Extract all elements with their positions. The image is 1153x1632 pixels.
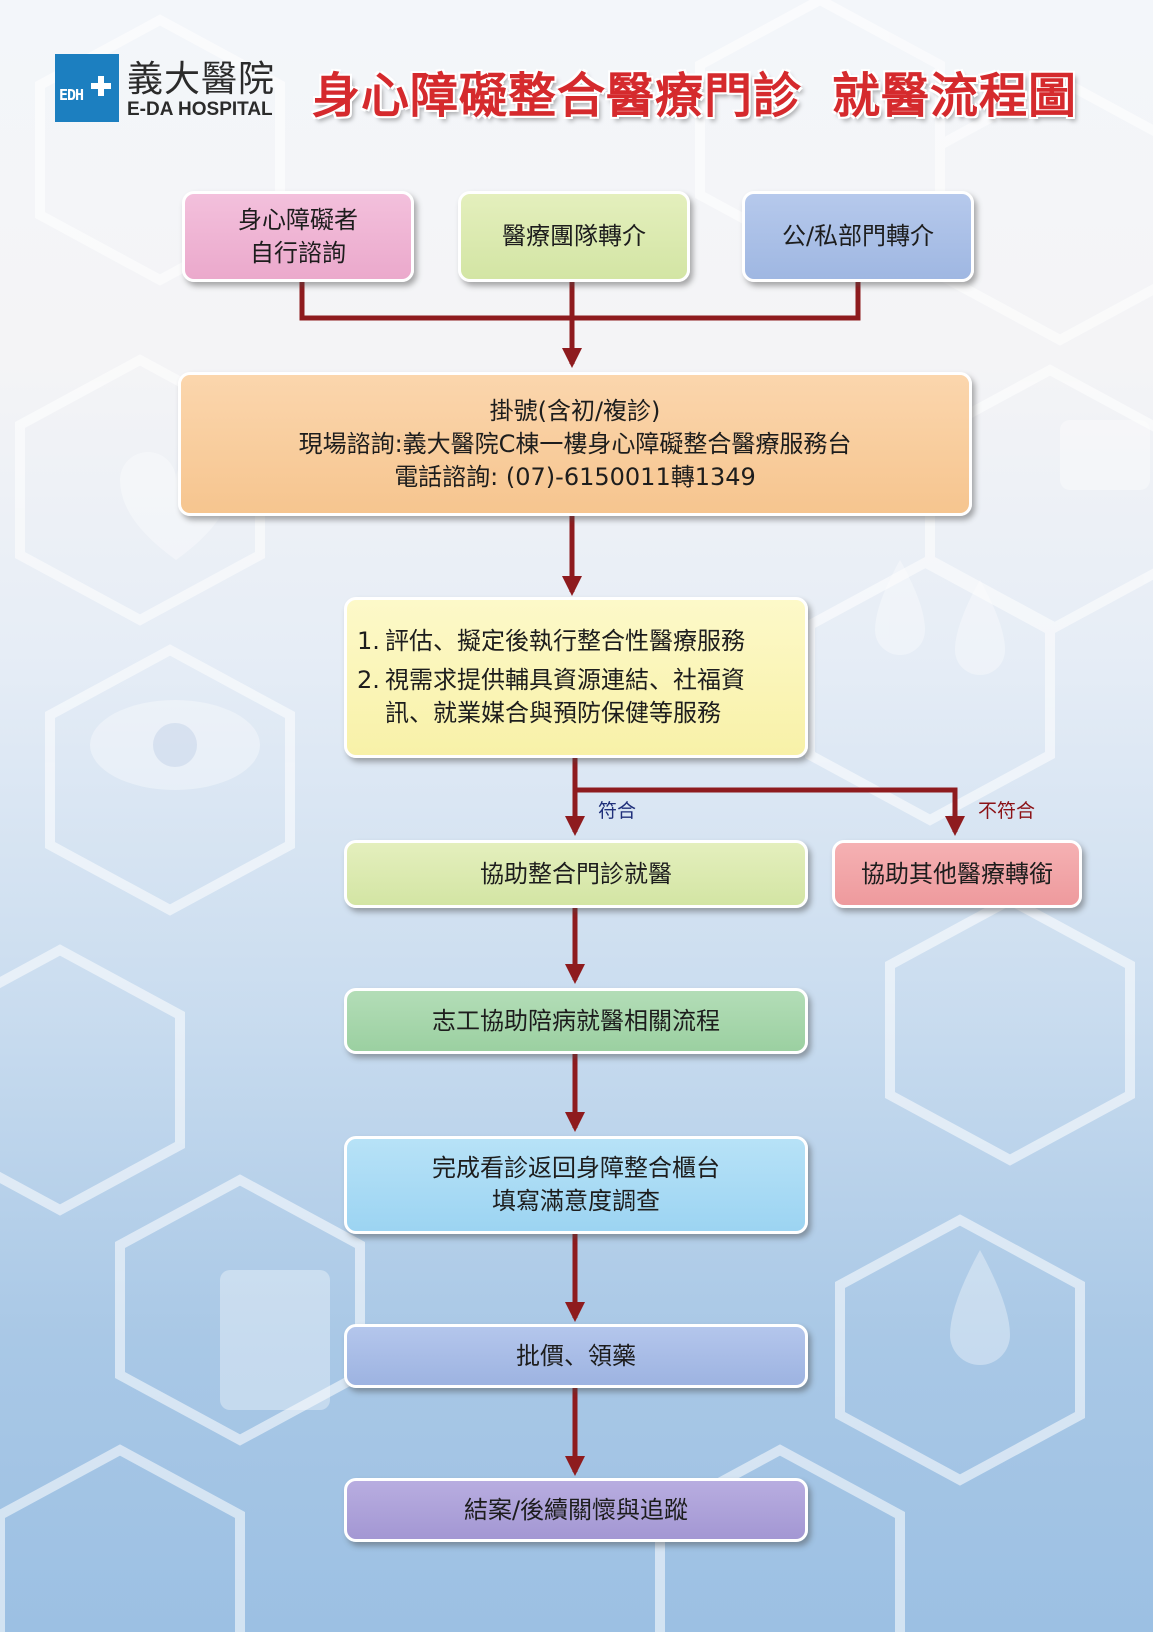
integrated-clinic-label: 協助整合門診就醫 [480,859,672,888]
other-referral-box: 協助其他醫療轉銜 [832,840,1082,908]
registration-phone: 電話諮詢: (07)-6150011轉1349 [394,462,756,491]
volunteer-assist-box: 志工協助陪病就醫相關流程 [344,988,808,1054]
assessment-box: 1. 評估、擬定後執行整合性醫療服務 2. 視需求提供輔具資源連結、社福資 訊、… [344,597,808,758]
logo-abbreviation: EDH [59,86,84,104]
decision-yes-label: 符合 [598,800,637,822]
source-self-inquiry-line2: 自行諮詢 [250,238,346,267]
assessment-item-text: 視需求提供輔具資源連結、社福資 [385,666,745,694]
page-title-main: 身心障礙整合醫療門診 [312,68,803,124]
logo-name-english: E-DA HOSPITAL [127,99,273,120]
logo-mark: EDH [55,54,119,122]
cross-icon [91,76,111,96]
other-referral-label: 協助其他醫療轉銜 [861,859,1053,888]
source-medical-team-box: 醫療團隊轉介 [458,191,690,282]
page-title-sub: 就醫流程圖 [832,68,1078,124]
connector-sources-merge [299,282,861,321]
source-self-inquiry-line1: 身心障礙者 [238,205,358,234]
return-counter-line1: 完成看診返回身障整合櫃台 [432,1154,720,1182]
registration-onsite: 現場諮詢:義大醫院C棟一樓身心障礙整合醫療服務台 [298,429,852,458]
volunteer-assist-label: 志工協助陪病就醫相關流程 [432,1006,720,1035]
assessment-item: 2. 視需求提供輔具資源連結、社福資 訊、就業媒合與預防保健等服務 [357,664,745,730]
source-public-private-label: 公/私部門轉介 [781,222,935,250]
hospital-logo: EDH 義大醫院 E-DA HOSPITAL [55,54,295,124]
source-medical-team-label: 醫療團隊轉介 [502,222,646,250]
closure-label: 結案/後續關懷與追蹤 [463,1495,689,1524]
payment-box: 批價、領藥 [344,1324,808,1388]
assessment-item: 1. 評估、擬定後執行整合性醫療服務 [357,625,745,658]
payment-label: 批價、領藥 [516,1341,636,1370]
closure-box: 結案/後續關懷與追蹤 [344,1478,808,1542]
return-counter-box: 完成看診返回身障整合櫃台 填寫滿意度調查 [344,1136,808,1234]
logo-name-chinese: 義大醫院 [127,59,276,100]
return-counter-line2: 填寫滿意度調查 [492,1187,660,1215]
assessment-item-text: 訊、就業媒合與預防保健等服務 [385,699,721,727]
registration-box: 掛號(含初/複診) 現場諮詢:義大醫院C棟一樓身心障礙整合醫療服務台 電話諮詢:… [178,372,972,516]
registration-title: 掛號(含初/複診) [489,396,661,425]
assessment-item-text: 評估、擬定後執行整合性醫療服務 [385,627,745,655]
connector-assessment-to-other [575,787,965,836]
page-title: 身心障礙整合醫療門診就醫流程圖 [312,56,1077,126]
source-self-inquiry-box: 身心障礙者 自行諮詢 [182,191,414,282]
assessment-item-number: 2. [357,666,380,694]
assessment-item-number: 1. [357,627,380,655]
decision-no-label: 不符合 [978,800,1036,822]
integrated-clinic-box: 協助整合門診就醫 [344,840,808,908]
source-public-private-box: 公/私部門轉介 [742,191,974,282]
